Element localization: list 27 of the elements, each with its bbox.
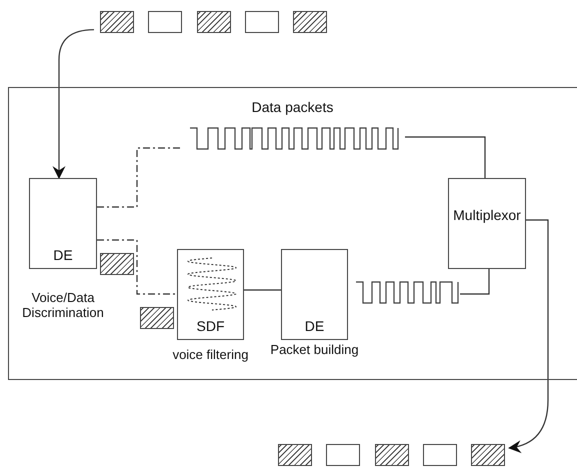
packet-cell [148,11,182,33]
box-label: SDF [196,319,226,334]
packet-cell [422,444,457,466]
box-label: Multiplexor [452,208,522,223]
connector-line [244,289,281,291]
packet-cell [278,444,312,466]
box-label: Voice/Data Discrimination [21,290,105,320]
arrow [52,29,94,180]
process-box [448,178,526,269]
box-label: Packet building [270,342,360,357]
box-label: DE [52,248,74,263]
packet-cell [471,444,506,466]
packet-cell [293,11,328,33]
connector-line [97,147,180,208]
connector-line [97,239,177,295]
packet-cell [196,11,231,33]
connector-line [405,136,486,178]
waveform-title: Data packets [250,100,334,115]
arrow [508,219,549,453]
packet-cell [326,444,360,466]
box-label: voice filtering [172,347,250,362]
box-label: DE [304,319,326,334]
packet-cell [244,11,279,33]
connector-line [460,269,490,295]
system-frame [8,87,577,380]
packet-cell [374,444,409,466]
packet-cell [100,11,134,33]
